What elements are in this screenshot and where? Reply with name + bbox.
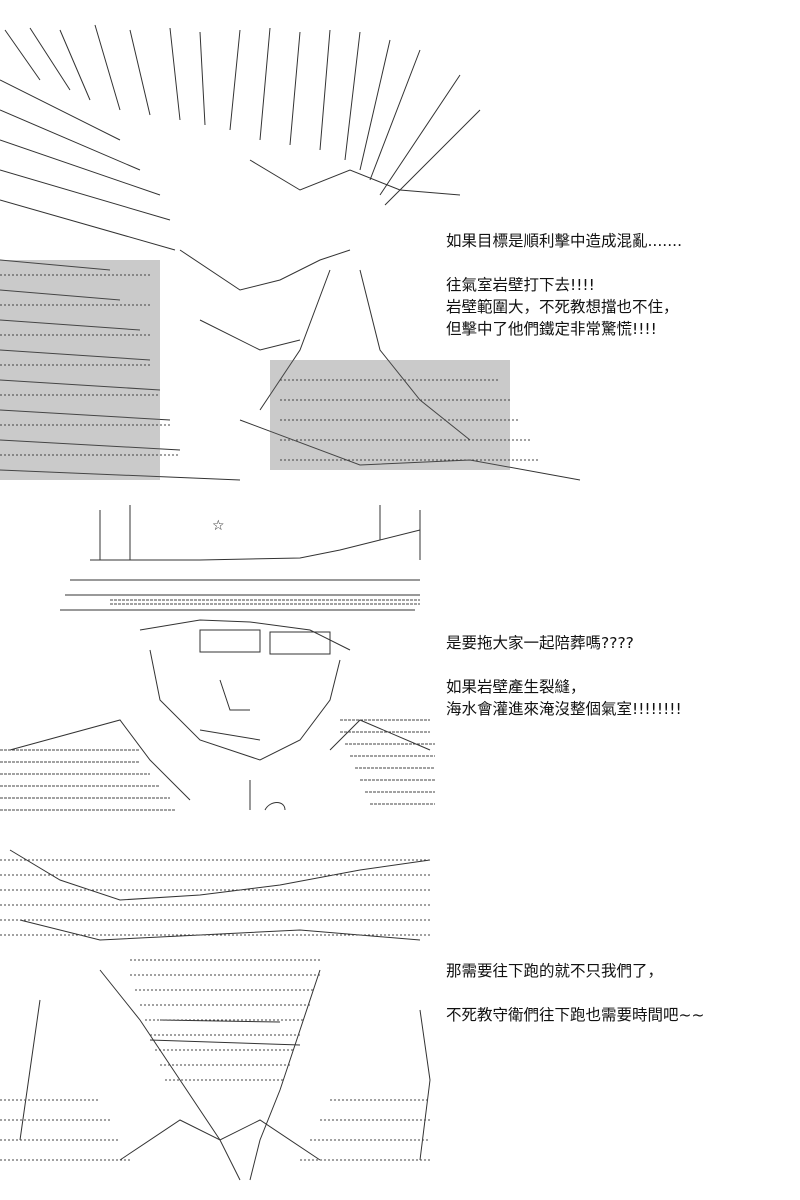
ascii-art-panel-2: ☆ xyxy=(0,500,440,820)
ascii-art-panel-1 xyxy=(0,20,590,490)
caption-spacer xyxy=(446,654,786,676)
caption-line: 海水會灌進來淹沒整個氣室!!!!!!!! xyxy=(446,700,682,718)
caption-line: 如果目標是順利擊中造成混亂....... xyxy=(446,232,682,250)
caption-line: 但擊中了他們鐵定非常驚慌!!!! xyxy=(446,320,657,338)
caption-line: 如果岩壁產生裂縫， xyxy=(446,678,586,696)
caption-line: 岩壁範圍大，不死教想擋也不住， xyxy=(446,298,679,316)
ascii-art-figure-3 xyxy=(0,849,431,1181)
star-icon: ☆ xyxy=(212,518,225,534)
caption-line: 是要拖大家一起陪葬嗎???? xyxy=(446,634,634,652)
caption-line: 往氣室岩壁打下去!!!! xyxy=(446,276,595,294)
caption-line: 不死教守衛們往下跑也需要時間吧~~ xyxy=(446,1006,705,1024)
ascii-art-panel-3 xyxy=(0,840,440,1185)
caption-panel-2: 是要拖大家一起陪葬嗎???? 如果岩壁產生裂縫， 海水會灌進來淹沒整個氣室!!!… xyxy=(446,632,786,720)
caption-spacer xyxy=(446,252,786,274)
caption-spacer xyxy=(446,982,786,1004)
ascii-art-figure-1 xyxy=(0,24,581,481)
caption-line: 那需要往下跑的就不只我們了， xyxy=(446,962,664,980)
caption-panel-3: 那需要往下跑的就不只我們了， 不死教守衛們往下跑也需要時間吧~~ xyxy=(446,960,786,1026)
ascii-art-figure-2: ☆ xyxy=(0,505,435,811)
caption-panel-1: 如果目標是順利擊中造成混亂....... 往氣室岩壁打下去!!!! 岩壁範圍大，… xyxy=(446,230,786,340)
